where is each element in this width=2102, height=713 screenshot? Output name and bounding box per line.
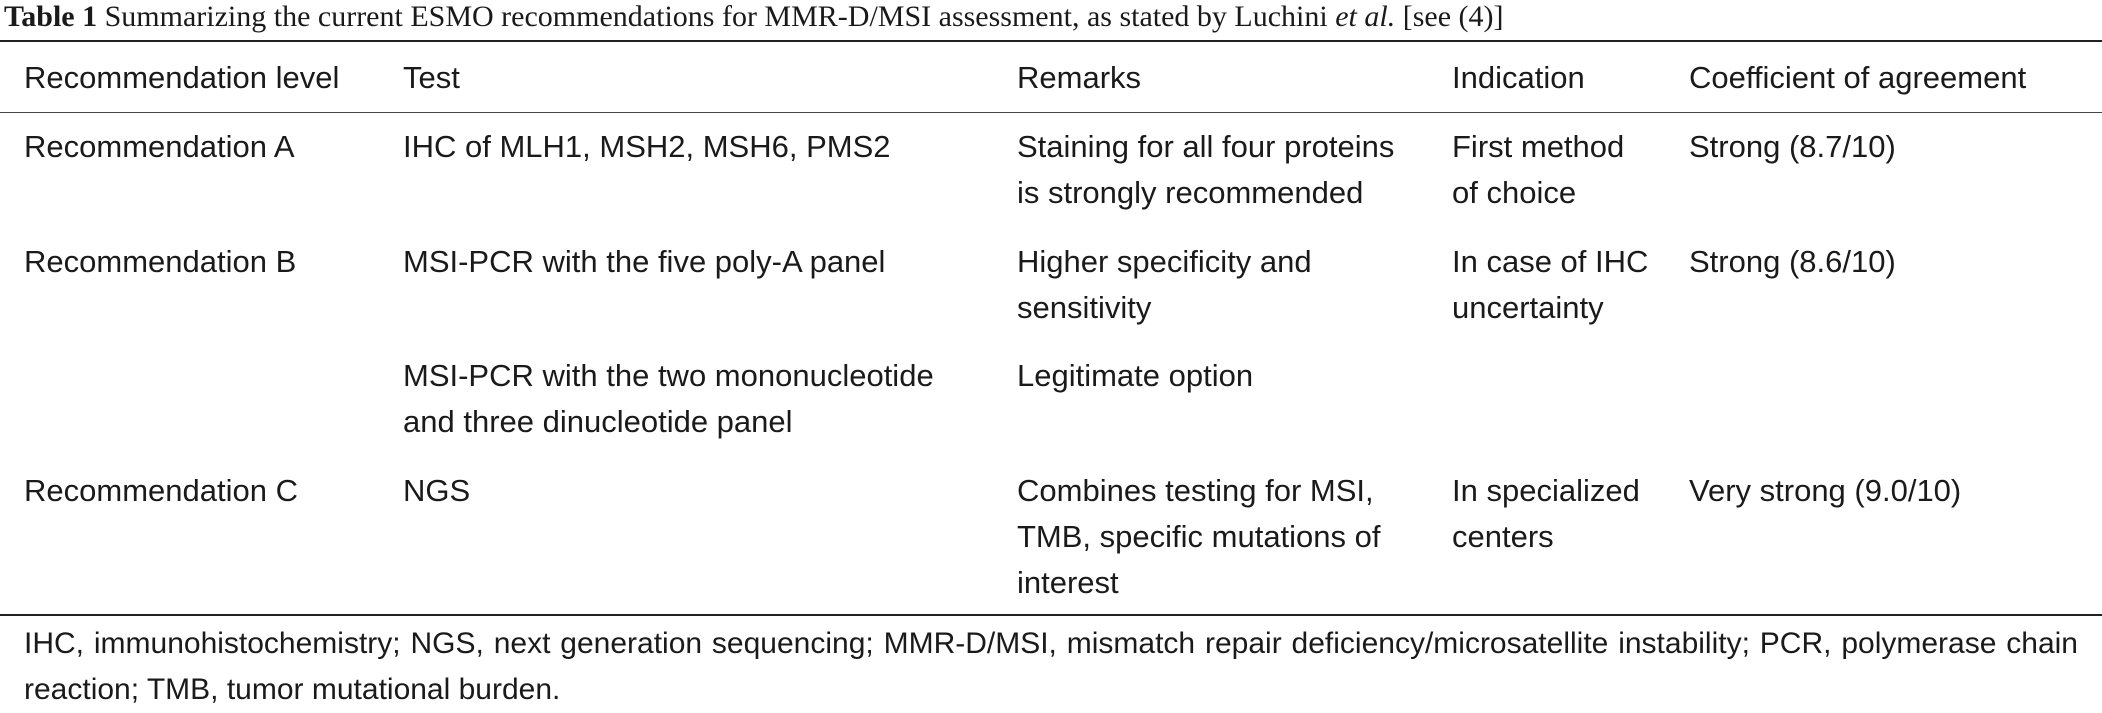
cell-remarks: sensitivity: [1017, 290, 1152, 325]
caption-text: Summarizing the current ESMO recommendat…: [97, 0, 1336, 33]
cell-indication: uncertainty: [1452, 290, 1604, 325]
header-indication: Indication: [1452, 60, 1585, 95]
cell-test: NGS: [403, 473, 471, 508]
cell-indication: In case of IHC: [1452, 244, 1649, 279]
cell-test: MSI-PCR with the five poly-A panel: [403, 244, 886, 279]
caption-italic: et al.: [1335, 0, 1396, 33]
cell-agreement: Very strong (9.0/10): [1689, 473, 1962, 508]
cell-indication: In specialized: [1452, 473, 1640, 508]
table-top-rule: [0, 40, 2102, 42]
caption-text-end: [see (4)]: [1395, 0, 1504, 33]
cell-indication: First method: [1452, 129, 1625, 164]
cell-level: Recommendation C: [24, 473, 298, 508]
header-test: Test: [403, 60, 460, 95]
cell-agreement: Strong (8.6/10): [1689, 244, 1896, 279]
cell-remarks: Higher specificity and: [1017, 244, 1312, 279]
table-footnote: IHC, immunohistochemistry; NGS, next gen…: [24, 627, 2078, 706]
cell-indication: of choice: [1452, 175, 1577, 210]
cell-agreement: Strong (8.7/10): [1689, 129, 1896, 164]
table-caption: Table 1 Summarizing the current ESMO rec…: [4, 0, 2094, 34]
cell-remarks: Combines testing for MSI,: [1017, 473, 1374, 508]
cell-remarks: Staining for all four proteins: [1017, 129, 1395, 164]
cell-test: IHC of MLH1, MSH2, MSH6, PMS2: [403, 129, 891, 164]
header-remarks: Remarks: [1017, 60, 1142, 95]
cell-level: Recommendation B: [24, 244, 297, 279]
cell-remarks: TMB, specific mutations of: [1017, 519, 1381, 554]
cell-remarks: interest: [1017, 565, 1119, 600]
header-recommendation-level: Recommendation level: [24, 60, 340, 95]
cell-test: and three dinucleotide panel: [403, 404, 793, 439]
cell-remarks: is strongly recommended: [1017, 175, 1364, 210]
cell-test: MSI-PCR with the two mononucleotide: [403, 358, 934, 393]
cell-remarks: Legitimate option: [1017, 358, 1254, 393]
table-header-rule: [0, 112, 2102, 113]
cell-indication: centers: [1452, 519, 1554, 554]
table-bottom-rule: [0, 614, 2102, 616]
header-coefficient: Coefficient of agreement: [1689, 60, 2027, 95]
cell-level: Recommendation A: [24, 129, 295, 164]
table-label: Table 1: [4, 0, 98, 33]
